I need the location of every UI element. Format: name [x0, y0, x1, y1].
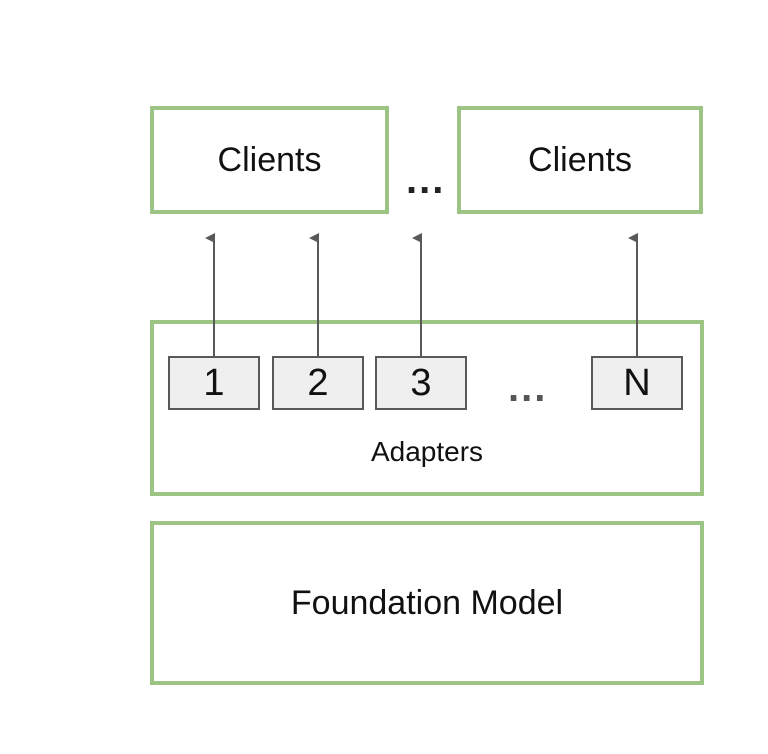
foundation-model-box: Foundation Model [150, 521, 704, 685]
clients-ellipsis: ... [406, 158, 446, 202]
foundation-model-label: Foundation Model [290, 583, 564, 622]
clients-label-left: Clients [217, 140, 322, 179]
clients-box-left: Clients [150, 106, 389, 214]
adapters-ellipsis: ... [508, 366, 548, 410]
adapter-chip-3: 3 [375, 356, 467, 410]
adapter-chip-n: N [591, 356, 683, 410]
adapters-label: Adapters [370, 436, 484, 467]
adapter-chip-2: 2 [272, 356, 364, 410]
clients-label-right: Clients [528, 140, 632, 179]
clients-box-right: Clients [457, 106, 703, 214]
adapter-chip-1: 1 [168, 356, 260, 410]
